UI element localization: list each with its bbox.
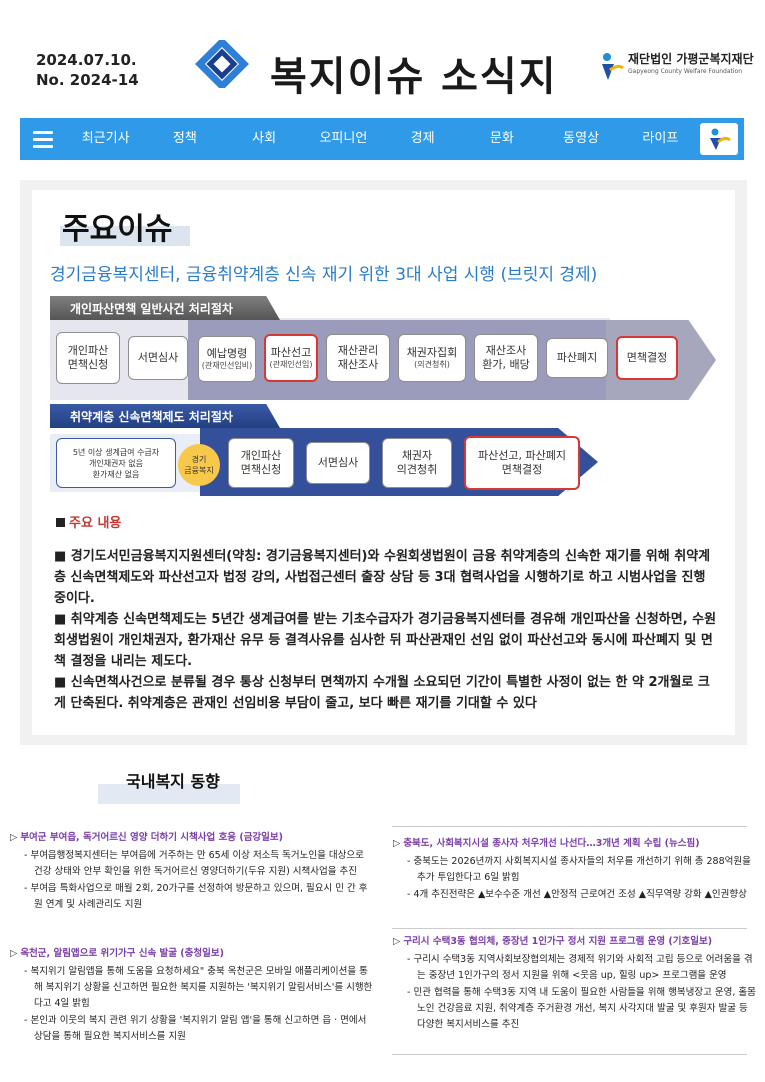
news-point: 부여읍 특화사업으로 매월 2회, 20가구를 선정하여 방문하고 있으며, 필… [24, 881, 375, 913]
triangle-bullet-icon: ▷ [10, 832, 18, 843]
square-bullet-icon [56, 518, 65, 527]
news-point: 복지위기 알림앱을 통해 도움을 요청하세요" 충북 옥천군은 모바일 애플리케… [24, 964, 375, 1012]
hamburger-menu-icon[interactable] [20, 118, 66, 160]
news-point: 민관 협력을 통해 수택3동 지역 내 도움이 필요한 사람들을 위해 행복냉장… [407, 985, 758, 1033]
process1-step: 예납명령(관재인선임비) [198, 336, 256, 382]
process1-step: 서면심사 [128, 336, 188, 380]
nav-item-opinion[interactable]: 오피니언 [319, 131, 368, 146]
nav-item-society[interactable]: 사회 [252, 131, 277, 146]
process2-label: 취약계층 신속면책제도 처리절차 [50, 404, 280, 428]
newsletter-title: 복지이슈 소식지 [270, 54, 558, 100]
issue-date: 2024.07.10. [36, 51, 137, 69]
news-title[interactable]: 부여군 부여읍, 독거어르신 영양 더하기 시책사업 호응 (금강일보) [20, 832, 283, 843]
news-title[interactable]: 충북도, 사회복지시설 종사자 처우개선 나선다…3개년 계획 수립 (뉴스핌) [403, 838, 700, 849]
issue-number: No. 2024-14 [36, 71, 139, 89]
process1-label: 개인파산면책 일반사건 처리절차 [50, 296, 280, 320]
news-point: 구리시 수택3동 지역사회보장협의체는 경제적 위기와 사회적 고립 등으로 어… [407, 952, 758, 984]
news-point: 충북도는 2026년까지 사회복지시설 종사자들의 처우를 개선하기 위해 총 … [407, 854, 758, 886]
paragraph: ■ 경기도서민금융복지지원센터(약칭: 경기금융복지센터)와 수원회생법원이 금… [54, 549, 711, 606]
newsletter-header: 2024.07.10. No. 2024-14 복지이슈 소식지 재단법인 가평… [0, 0, 765, 110]
divider [392, 826, 747, 827]
section-title-highlight [60, 226, 190, 246]
news-point: 4개 추진전략은 ▲보수수준 개선 ▲안정적 근로여건 조성 ▲직무역량 강화 … [407, 887, 758, 903]
foundation-logo: 재단법인 가평군복지재단 Gapyeong County Welfare Fou… [598, 52, 754, 82]
news-item: ▷부여군 부여읍, 독거어르신 영양 더하기 시책사업 호응 (금강일보) 부여… [10, 830, 375, 914]
process1-step: 파산폐지 [546, 338, 608, 378]
category-nav: 최근기사 정책 사회 오피니언 경제 문화 동영상 라이프 [20, 118, 744, 160]
divider [392, 928, 747, 929]
news-item: ▷충북도, 사회복지시설 종사자 처우개선 나선다…3개년 계획 수립 (뉴스핌… [393, 836, 758, 904]
foundation-name-english: Gapyeong County Welfare Foundation [628, 68, 742, 75]
trends-title: 국내복지 동향 [126, 772, 220, 791]
nav-item-video[interactable]: 동영상 [563, 131, 600, 146]
news-point: 본인과 이웃의 복지 관련 위기 상황을 '복지위기 알림 앱'을 통해 신고하… [24, 1013, 375, 1045]
key-content-body: ■ 경기도서민금융복지지원센터(약칭: 경기금융복지센터)와 수원회생법원이 금… [54, 546, 718, 714]
main-issue-panel: 주요이슈 경기금융복지센터, 금융취약계층 신속 재기 위한 3대 사업 시행 … [20, 180, 747, 745]
process2-step: 서면심사 [306, 442, 370, 484]
news-item: ▷구리시 수택3동 협의체, 중장년 1인가구 정서 지원 프로그램 운영 (기… [393, 934, 758, 1034]
triangle-bullet-icon: ▷ [393, 936, 401, 947]
nav-item-life[interactable]: 라이프 [642, 131, 679, 146]
triangle-bullet-icon: ▷ [10, 948, 18, 959]
eligibility-box: 5년 이상 생계급여 수급자 개인채권자 없음 환가재산 없음 [56, 438, 176, 488]
process1-step: 면책결정 [616, 336, 678, 380]
paragraph: ■ 취약계층 신속면책제도는 5년간 생계급여를 받는 기초수급자가 경기금융복… [54, 612, 717, 669]
trend-title-highlight [98, 784, 240, 804]
process1-step: 파산선고(관재인선임) [264, 334, 318, 382]
main-headline[interactable]: 경기금융복지센터, 금융취약계층 신속 재기 위한 3대 사업 시행 (브릿지 … [50, 265, 598, 285]
foundation-name: 재단법인 가평군복지재단 [628, 52, 754, 66]
key-content-heading: 주요 내용 [56, 512, 121, 531]
nav-item-policy[interactable]: 정책 [172, 131, 197, 146]
foundation-logo-icon [602, 53, 624, 80]
process1-step: 채권자집회(의견청취) [398, 334, 466, 382]
issue-info: 2024.07.10. No. 2024-14 [36, 50, 139, 90]
news-title[interactable]: 구리시 수택3동 협의체, 중장년 1인가구 정서 지원 프로그램 운영 (기호… [403, 936, 713, 947]
news-item: ▷옥천군, 알림앱으로 위기가구 신속 발굴 (충청일보) 복지위기 알림앱을 … [10, 946, 375, 1046]
divider [392, 1054, 747, 1055]
paragraph: ■ 신속면책사건으로 분류될 경우 통상 신청부터 면책까지 수개월 소요되던 … [54, 675, 710, 711]
nav-item-culture[interactable]: 문화 [489, 131, 514, 146]
main-issue-title: 주요이슈 [62, 212, 173, 247]
nav-item-economy[interactable]: 경제 [410, 131, 435, 146]
triangle-bullet-icon: ▷ [393, 838, 401, 849]
nav-item-recent[interactable]: 최근기사 [81, 131, 130, 146]
news-title[interactable]: 옥천군, 알림앱으로 위기가구 신속 발굴 (충청일보) [20, 948, 224, 959]
diamond-logo-icon [195, 40, 249, 88]
foundation-badge-icon[interactable] [700, 123, 738, 155]
news-point: 부여읍행정복지센터는 부여읍에 거주하는 만 65세 이상 저소득 독거노인을 … [24, 848, 375, 880]
